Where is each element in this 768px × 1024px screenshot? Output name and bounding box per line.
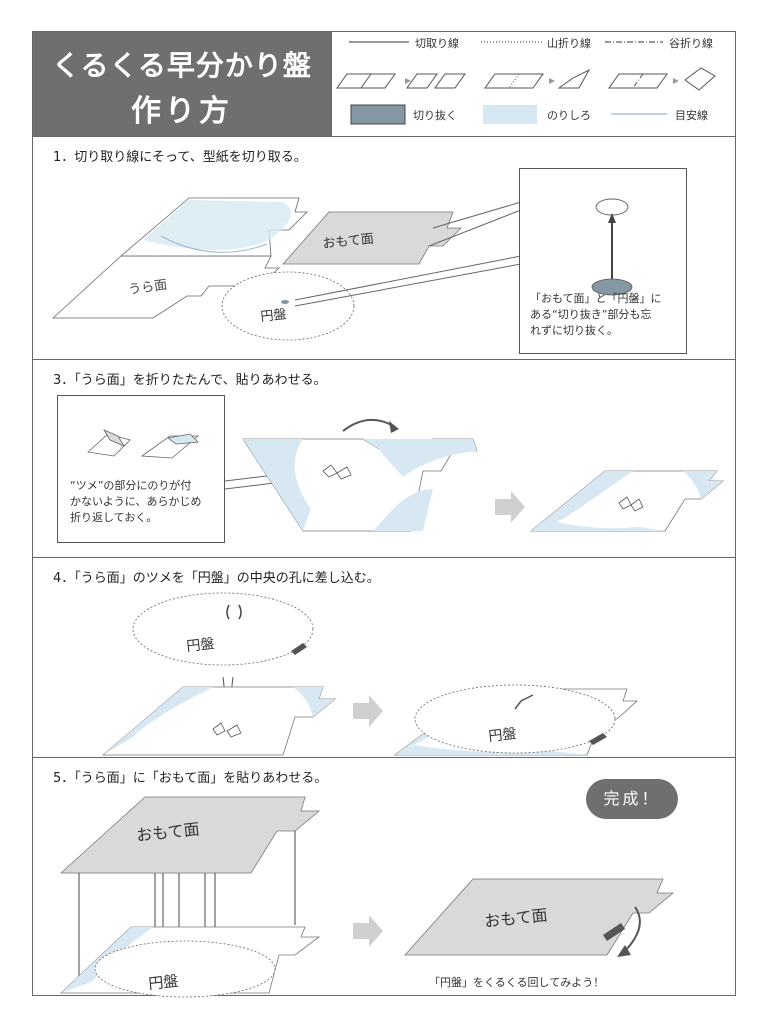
step-3: 3．「うら面」を折りたたんで、貼りあわせる。 “ツメ”の部分にのりが付 かないよ… bbox=[33, 359, 735, 558]
enban-label-4a: 円盤 bbox=[186, 636, 216, 655]
step-5: 5．「うら面」に「おもて面」を貼りあわせる。 完成！ おもて面 円盤 bbox=[33, 757, 735, 995]
legend-cut-out: 切り抜く bbox=[413, 107, 457, 123]
disc-top bbox=[133, 593, 313, 665]
legend-glue-area: のりしろ bbox=[547, 107, 591, 123]
title-line2: 作り方 bbox=[33, 86, 331, 130]
disc bbox=[222, 272, 354, 340]
enban-label: 円盤 bbox=[260, 307, 287, 325]
header: くるくる早分かり盤 作り方 bbox=[33, 32, 735, 137]
step-3-illustration bbox=[33, 359, 735, 557]
fold-arrow bbox=[343, 420, 395, 431]
mountain-fold-example-icon bbox=[485, 70, 589, 88]
instruction-sheet: くるくる早分かり盤 作り方 bbox=[32, 31, 736, 996]
step-4-illustration: 円盤 円盤 bbox=[33, 557, 735, 757]
disc-bottom-5 bbox=[95, 941, 275, 997]
disc-hole bbox=[281, 300, 289, 304]
next-arrow-4 bbox=[353, 695, 383, 727]
valley-fold-example-icon bbox=[609, 68, 715, 90]
enban-label-4b: 円盤 bbox=[488, 726, 518, 745]
step-1-note: 「おもて面」と「円盤」に ある“切り抜き”部分も忘 れずに切り抜く。 bbox=[530, 291, 662, 339]
cut-example-icon bbox=[337, 74, 465, 88]
base-sheet-4 bbox=[103, 687, 335, 755]
step-4: 4．「うら面」のツメを「円盤」の中央の孔に差し込む。 円盤 円盤 bbox=[33, 557, 735, 758]
cut-out-swatch bbox=[351, 105, 405, 124]
step-1-callout: 「おもて面」と「円盤」に ある“切り抜き”部分も忘 れずに切り抜く。 bbox=[519, 168, 687, 354]
title-line1: くるくる早分かり盤 bbox=[33, 44, 331, 84]
glue-area-swatch bbox=[483, 105, 537, 124]
legend-guide-line: 目安線 bbox=[675, 107, 708, 123]
step-5-caption: 「円盤」をくるくる回してみよう！ bbox=[429, 975, 604, 991]
legend-valley-fold: 谷折り線 bbox=[669, 35, 713, 51]
legend: 切取り線 山折り線 谷折り線 切り抜く のりしろ 目安線 bbox=[333, 32, 735, 136]
legend-mountain-fold: 山折り線 bbox=[547, 35, 591, 51]
title-box: くるくる早分かり盤 作り方 bbox=[33, 32, 332, 136]
step-5-illustration: おもて面 円盤 おもて面 bbox=[33, 757, 735, 995]
enban-label-5: 円盤 bbox=[148, 972, 180, 993]
step-1: 1．切り取り線にそって、型紙を切り取る。 うら面 おもて面 円盤 bbox=[33, 136, 735, 360]
legend-cut-line: 切取り線 bbox=[415, 35, 459, 51]
next-arrow-5 bbox=[353, 915, 383, 947]
disc-assembled bbox=[415, 685, 615, 753]
next-arrow bbox=[495, 491, 525, 523]
